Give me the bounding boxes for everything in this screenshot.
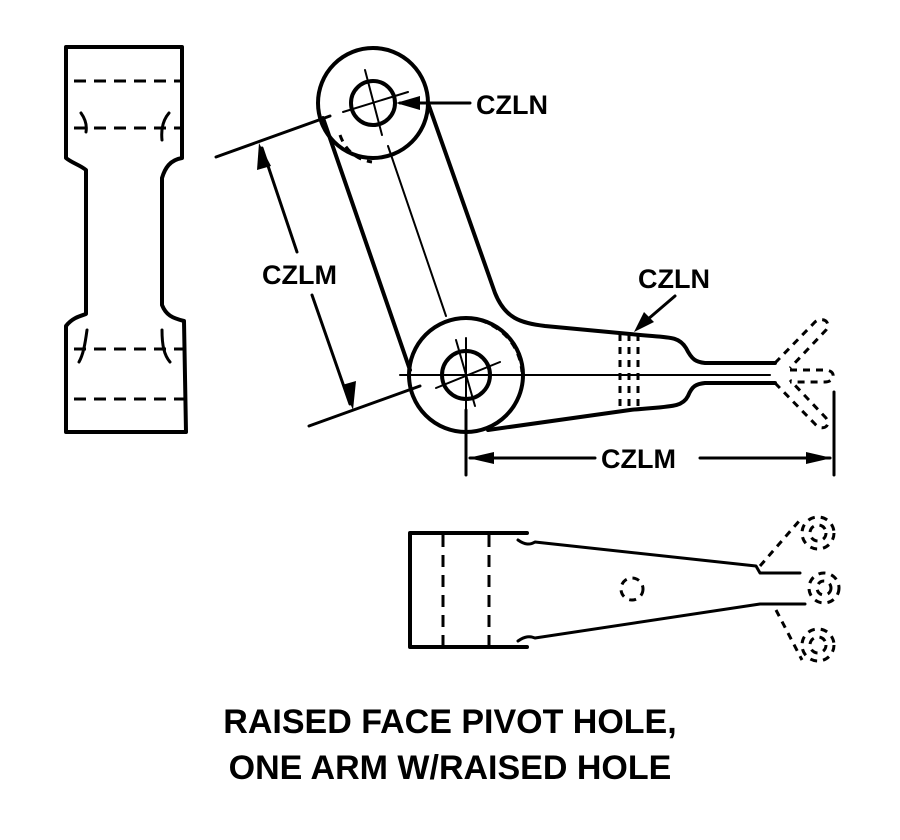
arm-bottom-edge xyxy=(516,602,807,643)
top-view xyxy=(316,46,835,434)
center-line xyxy=(455,339,476,407)
phantom-arm-down xyxy=(773,378,830,430)
front-view xyxy=(408,515,841,663)
phantom-hole-mid xyxy=(815,579,833,597)
dimension-arm-horizontal: CZLM xyxy=(464,390,836,477)
arrow-head xyxy=(396,96,420,110)
fillet-curve xyxy=(79,111,88,134)
upper-pivot-hole xyxy=(349,79,397,127)
dimension-hole-top: CZLN xyxy=(396,90,548,120)
fillet-curve xyxy=(160,328,172,364)
phantom-arm-straight xyxy=(790,368,835,384)
phantom-hub-mid xyxy=(807,571,841,605)
arrow-head xyxy=(257,143,271,170)
raised-hole-hidden xyxy=(619,576,645,602)
side-view xyxy=(64,45,188,434)
fillet-curve xyxy=(77,328,89,364)
dimension-hub-side: CZLN xyxy=(634,264,710,332)
phantom-hub-down xyxy=(800,627,836,663)
raised-face-hidden xyxy=(338,134,373,164)
center-line xyxy=(364,69,383,136)
front-view-hub xyxy=(408,531,529,649)
arrow-head xyxy=(806,452,832,464)
dimension-label: CZLM xyxy=(262,260,337,290)
phantom-hole-down xyxy=(808,635,828,655)
phantom-hub-up xyxy=(800,515,836,551)
arm-edge xyxy=(321,116,412,372)
phantom-hole-up xyxy=(808,523,828,543)
dimension-label: CZLN xyxy=(638,264,710,294)
arrow-head xyxy=(634,312,654,332)
extension-line xyxy=(214,114,332,159)
phantom-line xyxy=(774,609,804,661)
center-line xyxy=(435,361,501,389)
dimension-arm-diagonal: CZLM xyxy=(214,114,422,428)
phantom-line xyxy=(758,519,802,567)
phantom-arm-up xyxy=(773,318,830,370)
arm-top-edge xyxy=(516,538,802,575)
arrow-head xyxy=(342,381,356,410)
caption-line-2: ONE ARM W/RAISED HOLE xyxy=(229,749,672,787)
arm-center-line xyxy=(387,145,447,317)
dimension-label: CZLM xyxy=(601,444,676,474)
extension-line xyxy=(307,384,422,428)
arm-edge-upper xyxy=(426,101,777,365)
side-view-outline xyxy=(64,45,188,434)
caption-line-1: RAISED FACE PIVOT HOLE, xyxy=(223,703,676,741)
arm-edge-lower xyxy=(486,381,777,432)
arrow-head xyxy=(468,452,494,464)
fillet-curve xyxy=(160,111,171,142)
center-line xyxy=(342,91,409,113)
dimension-label: CZLN xyxy=(476,90,548,120)
